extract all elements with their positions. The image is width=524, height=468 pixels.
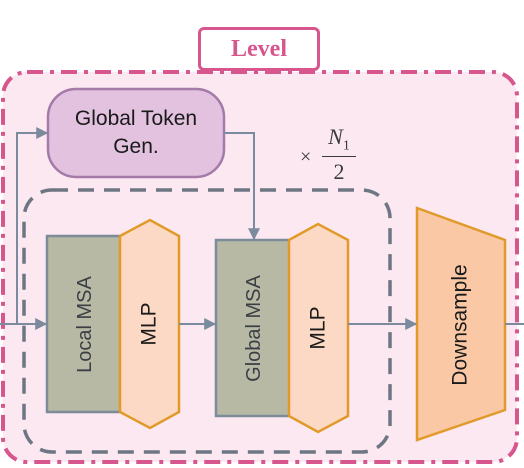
downsample-label: Downsample bbox=[449, 264, 473, 386]
global-msa-box bbox=[214, 238, 294, 418]
fraction-bar bbox=[322, 156, 356, 157]
repeat-times-sign: × bbox=[300, 146, 312, 168]
mlp-1-label-wrap: MLP bbox=[120, 236, 179, 412]
global-msa-label: Global MSA bbox=[242, 274, 265, 382]
token-gen-feed-arrow bbox=[16, 127, 49, 324]
mlp-2-box bbox=[287, 222, 350, 434]
repeat-count-fraction: × N1 2 bbox=[300, 124, 360, 188]
mlp-2-label-wrap: MLP bbox=[289, 240, 348, 416]
repeat-numerator: N1 bbox=[328, 124, 350, 154]
global-msa-label-wrap: Global MSA bbox=[216, 240, 292, 416]
local-msa-box bbox=[45, 234, 125, 414]
mlp-1-box bbox=[118, 218, 181, 430]
local-msa-label-wrap: Local MSA bbox=[47, 236, 123, 412]
local-msa-label: Local MSA bbox=[73, 275, 96, 373]
repeat-block-container bbox=[22, 188, 392, 454]
mlp-1-label: MLP bbox=[137, 302, 161, 346]
token-to-global-msa-arrow bbox=[224, 132, 260, 241]
mlp-2-label: MLP bbox=[306, 306, 330, 350]
level-label: Level bbox=[198, 27, 320, 71]
downsample-label-wrap: Downsample bbox=[417, 240, 505, 410]
downsample-box bbox=[415, 206, 507, 442]
repeat-denominator: 2 bbox=[333, 159, 345, 184]
global-token-gen-label: Global Token Gen. bbox=[74, 107, 198, 158]
